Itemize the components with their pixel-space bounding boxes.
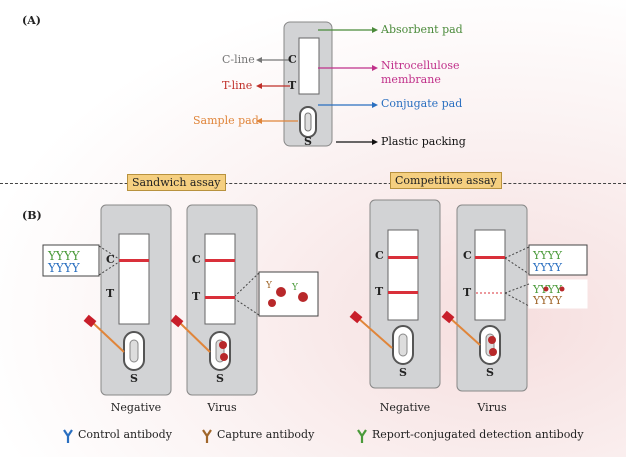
caption-competitive-virus: Virus — [477, 401, 507, 414]
b1-t-letter: T — [106, 287, 115, 300]
label-conjugate-pad: Conjugate pad — [381, 97, 463, 110]
label-membrane: membrane — [381, 73, 441, 86]
svg-text:ΥΥΥΥ: ΥΥΥΥ — [532, 249, 563, 262]
droppers — [83, 310, 481, 353]
c-line — [388, 256, 418, 259]
b3-c-letter: C — [375, 249, 384, 262]
svg-text:ΥΥΥΥ: ΥΥΥΥ — [532, 261, 563, 274]
report-antibody-icon — [357, 429, 367, 443]
b4-c-letter: C — [463, 249, 472, 262]
label-t-line: T-line — [222, 79, 253, 92]
legend-capture-label: Capture antibody — [217, 428, 315, 441]
legend-control-antibody: Control antibody — [78, 428, 172, 441]
svg-text:ΥΥΥΥ: ΥΥΥΥ — [532, 294, 563, 307]
c-line — [205, 259, 235, 262]
legend-control-label: Control antibody — [78, 428, 172, 441]
inset-control-antibodies: ΥΥΥΥ ΥΥΥΥ — [42, 244, 120, 277]
competitive-assay-tag: Competitive assay — [390, 172, 502, 189]
capture-antibody-icon — [202, 429, 212, 443]
result-window — [298, 37, 320, 95]
panel-a-strip — [283, 21, 333, 147]
svg-text:Υ: Υ — [265, 281, 273, 291]
label-absorbent-pad: Absorbent pad — [381, 23, 463, 36]
b4-s-letter: S — [486, 366, 494, 379]
caption-competitive-negative: Negative — [379, 401, 431, 414]
legend-icons — [63, 429, 367, 443]
strip-competitive-negative — [369, 199, 441, 389]
sample-well-inner — [304, 112, 312, 132]
label-c-line: C-line — [222, 53, 255, 66]
b2-c-letter: C — [192, 253, 201, 266]
legend-report-label: Report-conjugated detection antibody — [372, 428, 584, 441]
a-c-letter: C — [288, 53, 297, 66]
b3-t-letter: T — [375, 285, 384, 298]
inset-sandwich-virus: Υ Υ — [234, 271, 319, 317]
svg-text:ΥΥΥΥ: ΥΥΥΥ — [47, 261, 81, 275]
svg-text:Υ: Υ — [291, 283, 299, 293]
b1-s-letter: S — [130, 372, 138, 385]
svg-text:ΥΥΥΥ: ΥΥΥΥ — [47, 249, 81, 263]
b1-c-letter: C — [106, 253, 115, 266]
inset-competitive-virus: ΥΥΥΥ ΥΥΥΥ ΥΥΥΥ ΥΥΥΥ — [504, 244, 588, 309]
a-t-letter: T — [288, 79, 297, 92]
section-divider — [0, 183, 626, 184]
panel-a-label: (A) — [22, 14, 41, 27]
caption-sandwich-negative: Negative — [110, 401, 162, 414]
strip-competitive-virus — [456, 204, 528, 392]
t-line — [205, 296, 235, 299]
t-line — [388, 291, 418, 294]
c-line — [119, 259, 149, 262]
a-s-letter: S — [304, 135, 312, 148]
panel-a-arrows — [256, 27, 378, 145]
b2-s-letter: S — [216, 372, 224, 385]
b3-s-letter: S — [399, 366, 407, 379]
label-sample-pad: Sample pad — [193, 114, 259, 127]
b2-t-letter: T — [192, 290, 201, 303]
label-nitrocellulose: Nitrocellulose — [381, 59, 460, 72]
panel-b-label: (B) — [22, 209, 42, 222]
label-plastic-packing: Plastic packing — [381, 135, 466, 148]
sandwich-assay-tag: Sandwich assay — [127, 174, 226, 191]
c-line — [475, 256, 505, 259]
caption-sandwich-virus: Virus — [207, 401, 237, 414]
legend-capture-antibody: Capture antibody — [217, 428, 314, 441]
control-antibody-icon — [63, 429, 73, 443]
b4-t-letter: T — [463, 286, 472, 299]
legend-report-antibody: Report-conjugated detection antibody — [372, 428, 584, 441]
strip-sandwich-negative — [100, 204, 172, 396]
